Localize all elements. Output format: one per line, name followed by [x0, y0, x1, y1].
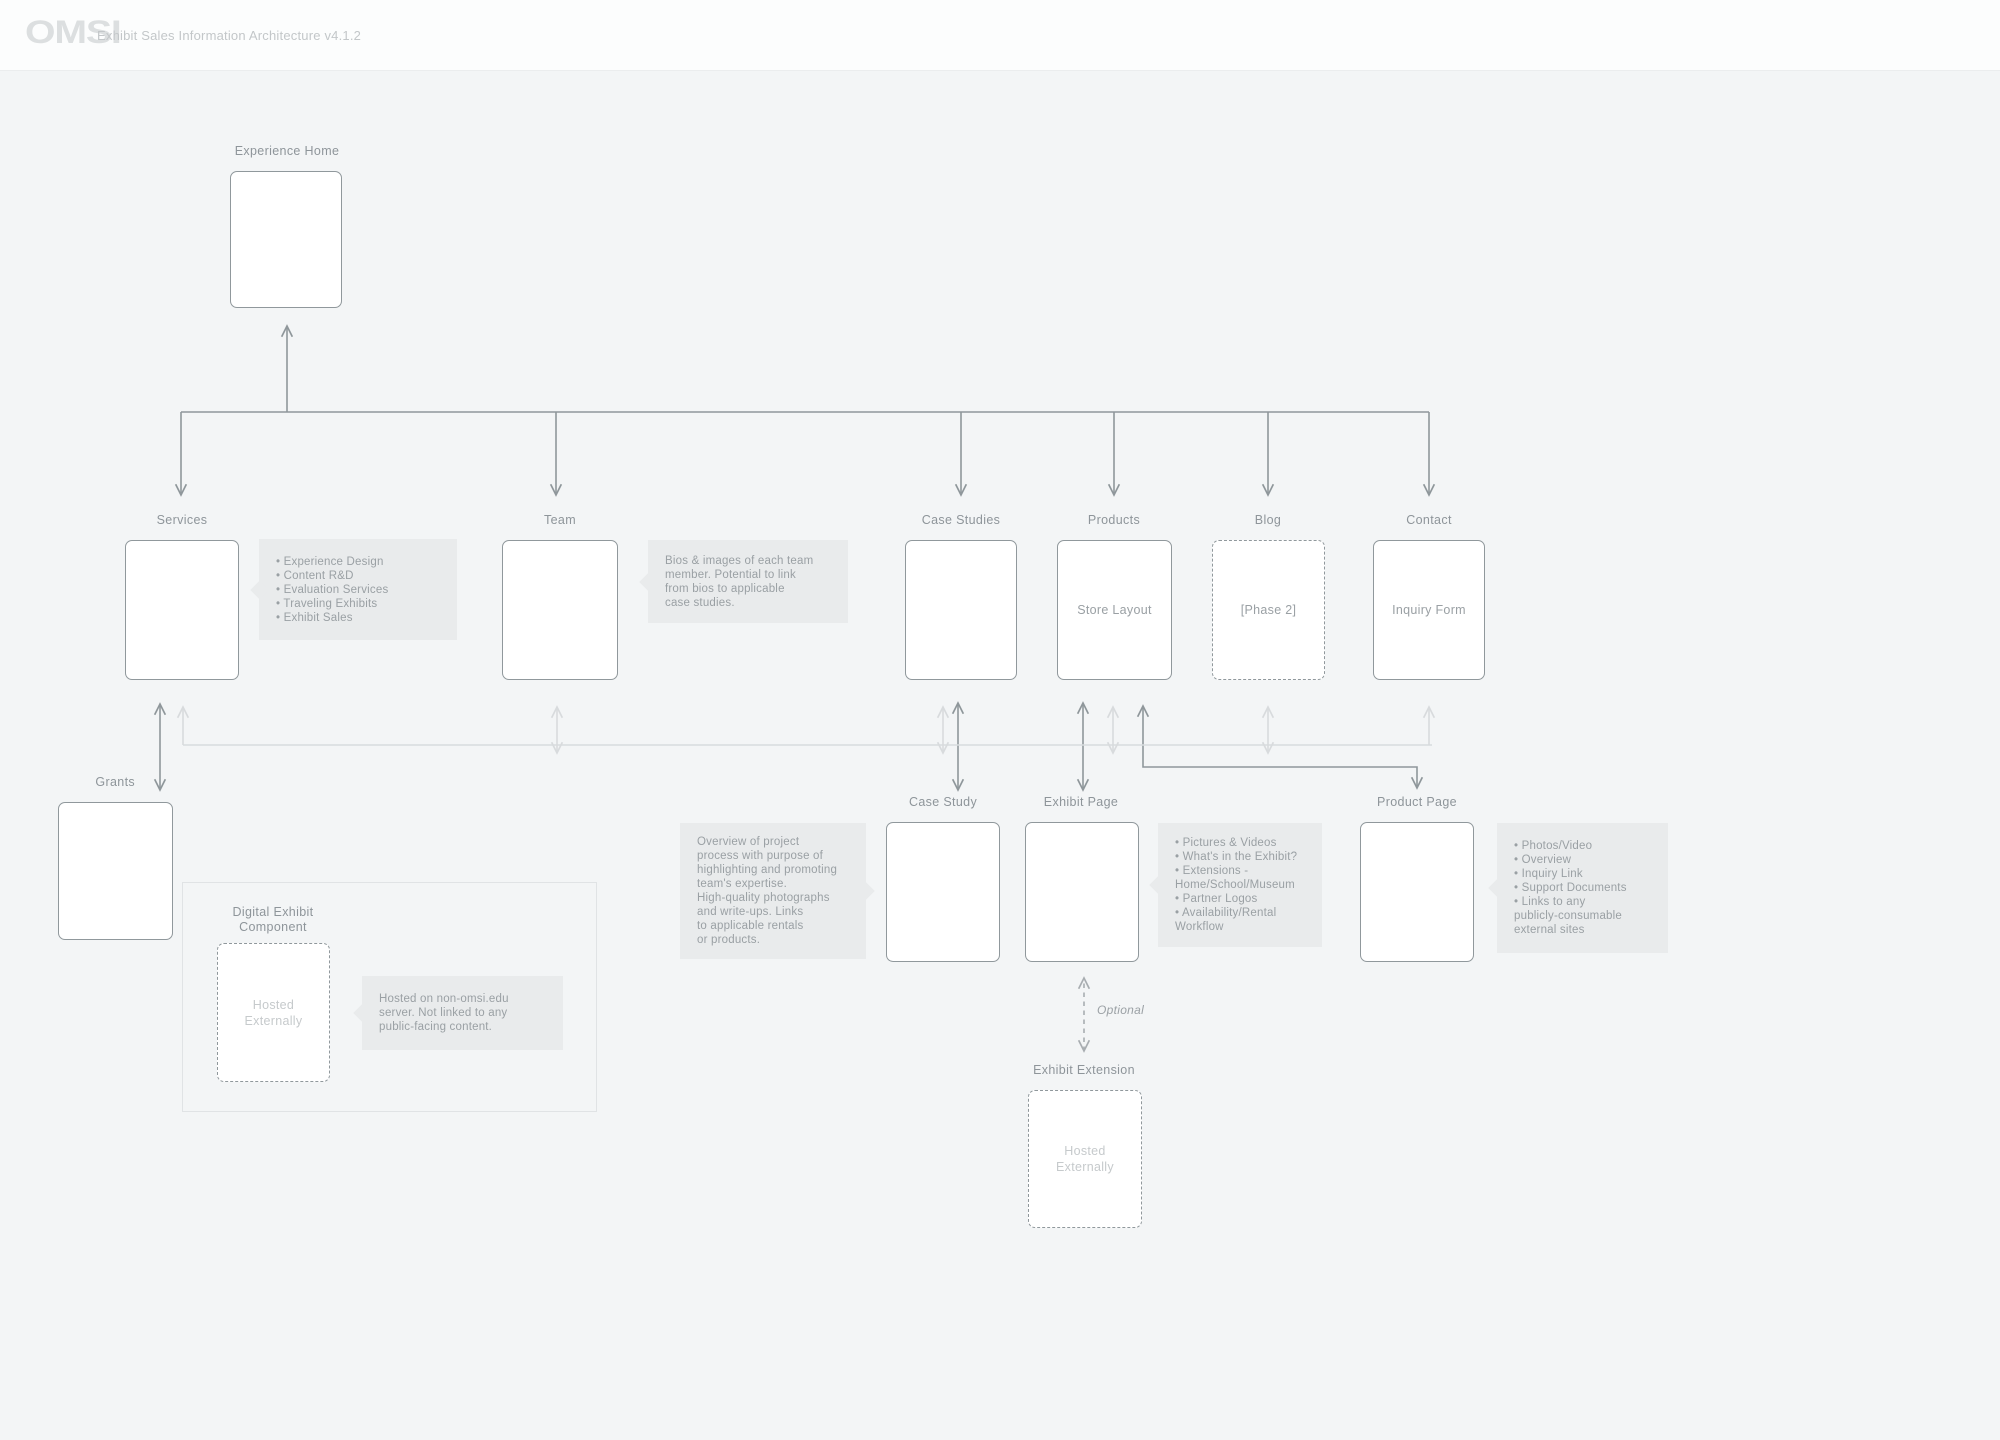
digital-exhibit-component-frame: [182, 882, 597, 1112]
contact-label: Contact: [1406, 513, 1452, 527]
annotation-pointer: [1488, 878, 1507, 898]
products-box: Store Layout: [1057, 540, 1172, 680]
exhibit-extension-hosted-box: Hosted Externally: [1028, 1090, 1142, 1228]
case-study-box: [886, 822, 1000, 962]
experience-home-box: [230, 171, 342, 308]
team-box: [502, 540, 618, 680]
hosted-externally-text: Hosted Externally: [1056, 1144, 1114, 1174]
exhibit-page-box: [1025, 822, 1139, 962]
products-box-text: Store Layout: [1077, 603, 1152, 617]
primary-tree-connectors: [174, 324, 1436, 497]
omsi-logo: OMSI: [25, 14, 122, 51]
team-annotation: Bios & images of each team member. Poten…: [639, 540, 848, 623]
services-label: Services: [156, 513, 208, 527]
exhibit-extension-label: Exhibit Extension: [1033, 1063, 1135, 1077]
digital-exhibit-hosted-box: Hosted Externally: [217, 943, 330, 1082]
products-label: Products: [1087, 513, 1141, 527]
annotation-pointer: [250, 580, 269, 599]
contact-box: Inquiry Form: [1373, 540, 1485, 680]
services-annotation: • Experience Design • Content R&D • Eval…: [250, 539, 457, 640]
blog-box: [Phase 2]: [1212, 540, 1325, 680]
contact-box-text: Inquiry Form: [1392, 603, 1466, 617]
blog-box-text: [Phase 2]: [1240, 603, 1297, 617]
annotation-pointer: [856, 881, 875, 901]
exhibit-page-label: Exhibit Page: [1043, 795, 1119, 809]
product-page-label: Product Page: [1377, 795, 1457, 809]
header-bar: OMSI Exhibit Sales Information Architect…: [0, 0, 2000, 71]
grants-box: [58, 802, 173, 940]
experience-home-label: Experience Home: [234, 144, 340, 158]
cross-link-connectors: [176, 705, 1436, 755]
services-box: [125, 540, 239, 680]
product-page-box: [1360, 822, 1474, 962]
digital-exhibit-annotation: Hosted on non-omsi.edu server. Not linke…: [353, 976, 563, 1050]
digital-exhibit-component-label: Digital Exhibit Component: [232, 905, 314, 934]
optional-link-label: Optional: [1097, 1003, 1145, 1017]
exhibit-page-annotation: • Pictures & Videos • What's in the Exhi…: [1149, 823, 1322, 947]
team-label: Team: [544, 513, 576, 527]
case-study-label: Case Study: [908, 795, 978, 809]
annotation-pointer: [639, 572, 658, 591]
case-studies-label: Case Studies: [921, 513, 1001, 527]
document-title: Exhibit Sales Information Architecture v…: [97, 28, 362, 43]
case-studies-box: [905, 540, 1017, 680]
hosted-externally-text: Hosted Externally: [244, 997, 303, 1028]
secondary-dark-connectors: [153, 701, 1424, 792]
blog-label: Blog: [1254, 513, 1282, 527]
product-page-annotation: • Photos/Video • Overview • Inquiry Link…: [1488, 823, 1668, 953]
case-study-annotation: Overview of project process with purpose…: [680, 823, 875, 959]
annotation-pointer: [1149, 875, 1168, 895]
grants-label: Grants: [95, 775, 135, 789]
